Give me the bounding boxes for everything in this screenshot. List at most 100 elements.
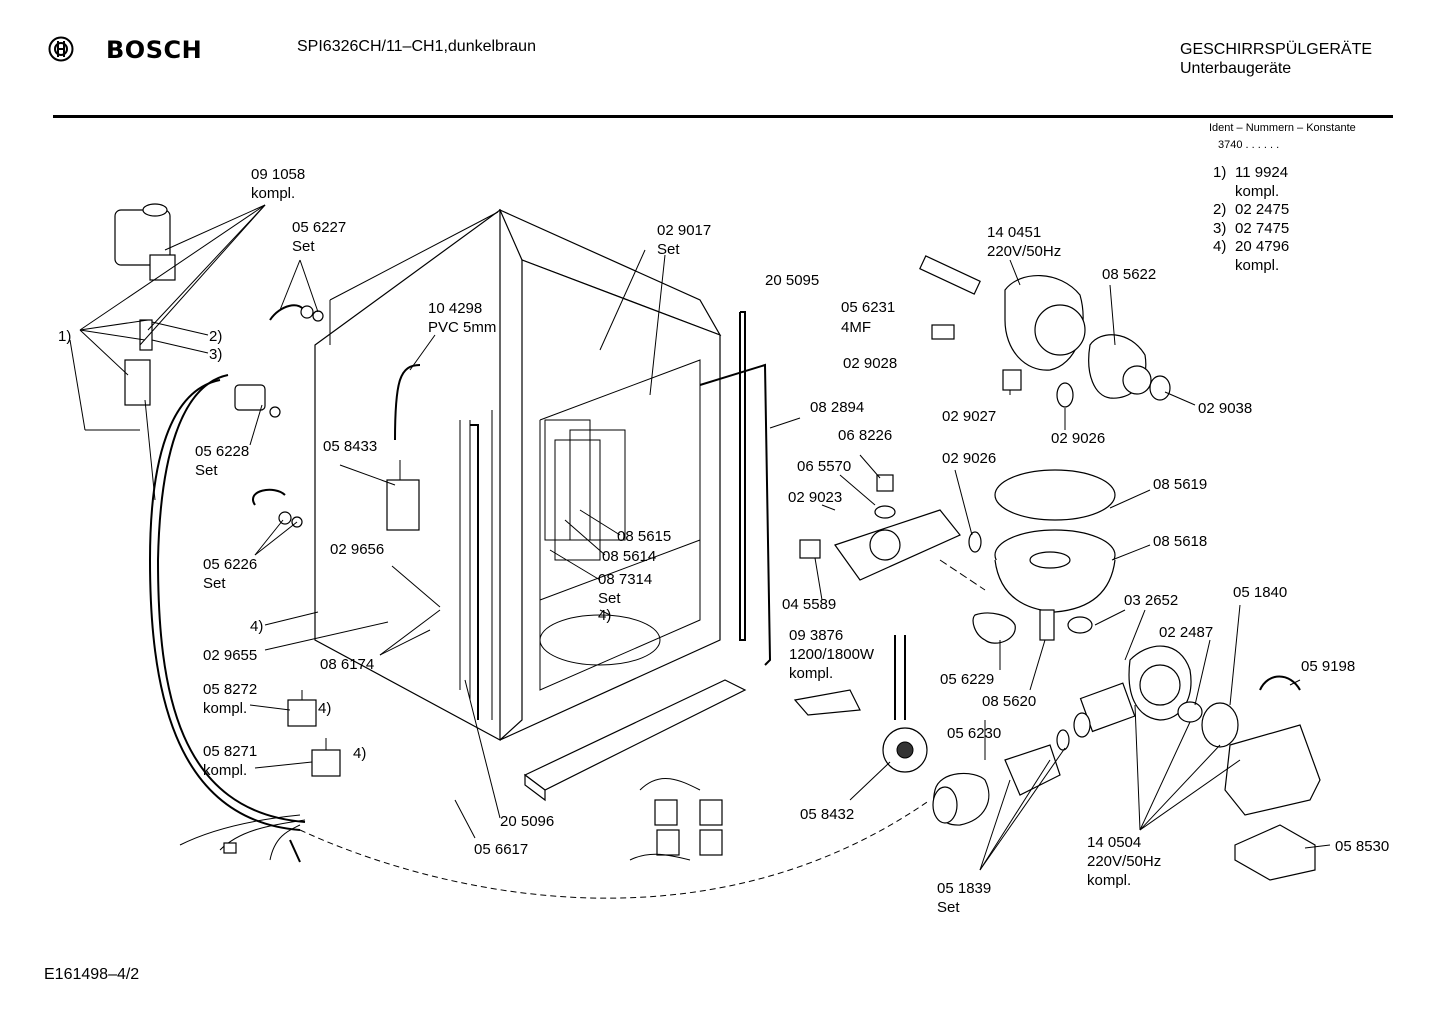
legend-number: 1): [1213, 164, 1227, 181]
leader-lines: [69, 204, 1331, 871]
legend-item: 2) 02 2475: [1213, 201, 1289, 220]
part-label: Set: [195, 462, 218, 479]
heater-housing: [799, 509, 1016, 644]
inlet-hose: [148, 374, 931, 899]
bosch-logo-icon: [48, 36, 74, 62]
part-label: 04 5589: [782, 596, 837, 613]
part-label: 06 5570: [797, 458, 852, 475]
part-label: 05 8432: [800, 806, 855, 823]
part-label: 1200/1800W: [789, 646, 875, 663]
part-label: 08 2894: [810, 399, 865, 416]
legend-number: 2): [1213, 201, 1227, 218]
legend-list: 1) 11 9924 kompl. 2) 02 2475 3) 02 7475 …: [1213, 164, 1289, 275]
header-divider: [53, 115, 1393, 118]
pump-motor-top: [874, 255, 1171, 553]
ref-label: 1): [58, 328, 72, 345]
drain-pump: [932, 645, 1321, 881]
brand-block: BOSCH: [48, 36, 248, 68]
part-label: 220V/50Hz: [1087, 853, 1162, 870]
part-label: 05 8272: [203, 681, 258, 698]
circulation-sump: [994, 469, 1116, 641]
wire-harness: [179, 814, 306, 863]
heating-element: [793, 635, 906, 720]
part-label: 220V/50Hz: [987, 243, 1062, 260]
base-plinth: [523, 679, 747, 802]
brand-name: BOSCH: [106, 36, 203, 64]
part-label: PVC 5mm: [428, 319, 497, 336]
part-label: 02 9655: [203, 647, 258, 664]
category-subtitle: Unterbaugeräte: [1180, 60, 1292, 77]
connector-bundles: [629, 777, 723, 861]
part-label: 08 5620: [982, 693, 1037, 710]
legend-part: 11 9924: [1235, 164, 1289, 181]
part-label: 08 5615: [617, 528, 672, 545]
part-label: kompl.: [251, 185, 296, 202]
part-label: 05 6228: [195, 443, 250, 460]
legend-item: 1) 11 9924: [1213, 164, 1289, 183]
part-label: 08 5614: [602, 548, 657, 565]
part-label: 06 8226: [838, 427, 893, 444]
part-label: 14 0504: [1087, 834, 1142, 851]
part-label: kompl.: [203, 762, 248, 779]
part-label: 05 8530: [1335, 838, 1390, 855]
ident-heading: Ident – Nummern – Konstante: [1209, 122, 1356, 134]
legend-number: 3): [1213, 219, 1227, 237]
part-label: 20 5095: [765, 272, 820, 289]
part-label: 05 6617: [474, 841, 529, 858]
part-label: kompl.: [1087, 872, 1132, 889]
part-label: Set: [937, 899, 960, 916]
hose-connectors: [234, 304, 324, 528]
ref-label: 4): [353, 745, 367, 762]
pressure-switch: [882, 727, 928, 773]
part-label: 05 9198: [1301, 658, 1356, 675]
door-seal-strips: [470, 311, 772, 720]
part-label: 02 9026: [942, 450, 997, 467]
part-label: 05 6231: [841, 299, 896, 316]
aquastop-valve: [114, 203, 176, 501]
part-label: 08 7314: [598, 571, 653, 588]
part-label: 05 6227: [292, 219, 347, 236]
legend-number: 4): [1213, 238, 1227, 255]
ref-label: 2): [209, 328, 223, 345]
part-label: 02 2487: [1159, 624, 1214, 641]
rack-frames: [544, 419, 626, 561]
part-label: 03 2652: [1124, 592, 1179, 609]
part-label: 02 9656: [330, 541, 385, 558]
part-label: Set: [657, 241, 680, 258]
legend-note: kompl.: [1235, 256, 1280, 274]
part-label: Set: [598, 590, 621, 607]
legend-item: 3) 02 7475: [1213, 220, 1289, 239]
part-label: 05 6226: [203, 556, 258, 573]
part-label: 05 6230: [947, 725, 1002, 742]
model-title: SPI6326CH/11–CH1,dunkelbraun: [297, 38, 536, 55]
part-label: 05 6229: [940, 671, 995, 688]
part-label: 02 9038: [1198, 400, 1253, 417]
ident-constant: 3740 . . . . . .: [1218, 139, 1280, 151]
pvc-tube: [386, 364, 421, 531]
drawing-code: E161498–4/2: [44, 966, 140, 983]
part-label: kompl.: [789, 665, 834, 682]
part-label: 09 1058: [251, 166, 306, 183]
legend-note: kompl.: [1235, 182, 1280, 200]
part-label: 20 5096: [500, 813, 555, 830]
level-switches: [287, 690, 341, 777]
ref-label: 4): [250, 618, 264, 635]
part-label: 02 9026: [1051, 430, 1106, 447]
part-label: 14 0451: [987, 224, 1042, 241]
ref-label: 4): [318, 700, 332, 717]
part-label: 05 8433: [323, 438, 378, 455]
ref-label: 4): [598, 607, 612, 624]
legend-part: 02 7475: [1235, 219, 1290, 237]
category-title: GESCHIRRSPÜLGERÄTE: [1180, 41, 1373, 58]
part-label: 05 8271: [203, 743, 258, 760]
ref-label: 3): [209, 346, 223, 363]
part-label: 08 5622: [1102, 266, 1157, 283]
part-label: kompl.: [203, 700, 248, 717]
legend-part: 20 4796: [1235, 238, 1290, 255]
part-label: Set: [203, 575, 226, 592]
part-label: 4MF: [841, 319, 871, 336]
legend-item: 4) 20 4796: [1213, 238, 1289, 257]
part-label: 08 5618: [1153, 533, 1208, 550]
part-label: 02 9023: [788, 489, 843, 506]
